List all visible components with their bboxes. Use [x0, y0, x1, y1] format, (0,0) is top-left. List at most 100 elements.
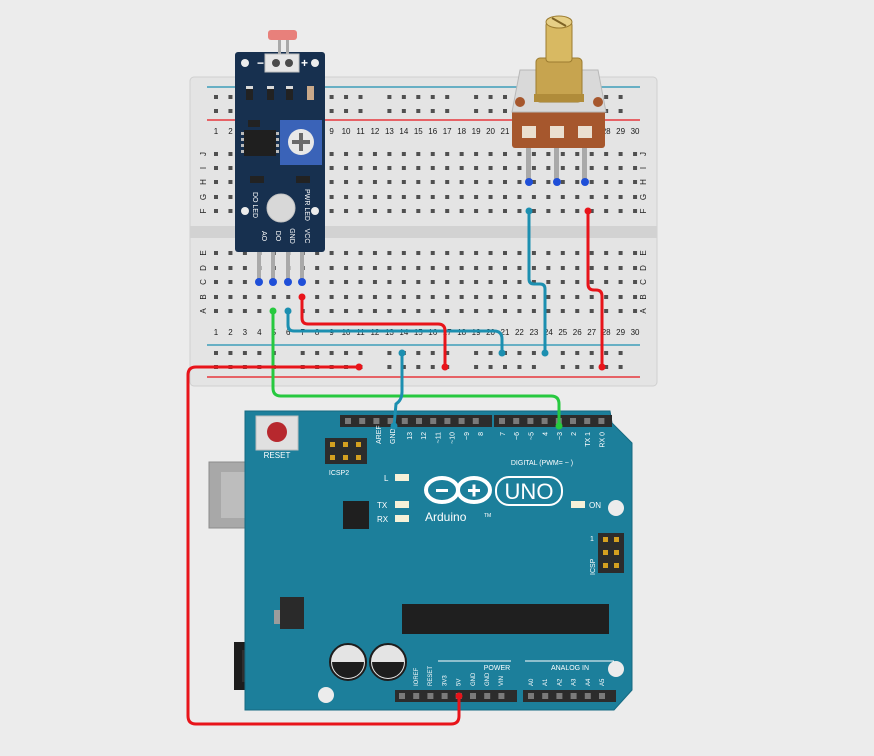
breadboard-hole[interactable] — [387, 251, 392, 255]
wire-red-pot-vcc[interactable] — [586, 211, 604, 367]
breadboard-hole[interactable] — [503, 280, 507, 284]
breadboard-hole[interactable] — [546, 195, 551, 199]
breadboard-hole[interactable] — [517, 209, 522, 213]
rail-hole[interactable] — [604, 351, 609, 355]
breadboard-hole[interactable] — [618, 295, 623, 299]
breadboard-hole[interactable] — [531, 166, 536, 170]
breadboard-hole[interactable] — [214, 152, 218, 156]
breadboard-hole[interactable] — [416, 309, 421, 313]
breadboard-hole[interactable] — [589, 209, 594, 213]
power-header-hole[interactable] — [413, 693, 420, 699]
digital-header-hole[interactable] — [513, 418, 520, 424]
breadboard-hole[interactable] — [445, 309, 450, 313]
digital-header-hole[interactable] — [570, 418, 576, 424]
power-header-hole[interactable] — [441, 693, 448, 699]
breadboard-hole[interactable] — [488, 180, 493, 184]
breadboard-hole[interactable] — [474, 251, 479, 255]
breadboard-hole[interactable] — [329, 152, 334, 156]
analog-header-hole[interactable] — [528, 693, 534, 699]
breadboard-hole[interactable] — [531, 280, 536, 284]
breadboard-hole[interactable] — [358, 152, 363, 156]
breadboard-hole[interactable] — [416, 152, 421, 156]
breadboard-hole[interactable] — [445, 152, 450, 156]
breadboard-hole[interactable] — [445, 209, 450, 213]
breadboard-hole[interactable] — [358, 266, 363, 270]
breadboard-hole[interactable] — [329, 266, 334, 270]
breadboard-hole[interactable] — [214, 166, 218, 170]
rail-hole[interactable] — [488, 95, 493, 99]
power-header-hole[interactable] — [427, 693, 434, 699]
breadboard-hole[interactable] — [589, 251, 594, 255]
breadboard-hole[interactable] — [329, 309, 334, 313]
breadboard-hole[interactable] — [633, 309, 638, 313]
rail-hole[interactable] — [228, 351, 233, 355]
breadboard-hole[interactable] — [546, 266, 551, 270]
breadboard-hole[interactable] — [315, 280, 320, 284]
breadboard-hole[interactable] — [503, 295, 507, 299]
breadboard-hole[interactable] — [242, 309, 247, 313]
breadboard-hole[interactable] — [459, 152, 464, 156]
rail-hole[interactable] — [344, 95, 349, 99]
rail-hole[interactable] — [228, 109, 233, 113]
rail-hole[interactable] — [430, 109, 435, 113]
breadboard-hole[interactable] — [401, 166, 406, 170]
breadboard-hole[interactable] — [575, 152, 580, 156]
breadboard-hole[interactable] — [445, 180, 450, 184]
breadboard-hole[interactable] — [474, 152, 479, 156]
rail-hole[interactable] — [503, 109, 507, 113]
analog-header-hole[interactable] — [599, 693, 605, 699]
breadboard-hole[interactable] — [589, 266, 594, 270]
rail-hole[interactable] — [401, 365, 406, 369]
breadboard-hole[interactable] — [575, 295, 580, 299]
breadboard-hole[interactable] — [372, 195, 377, 199]
breadboard-hole[interactable] — [459, 180, 464, 184]
breadboard-hole[interactable] — [575, 280, 580, 284]
rail-hole[interactable] — [344, 351, 349, 355]
breadboard-hole[interactable] — [228, 180, 233, 184]
breadboard-hole[interactable] — [560, 309, 565, 313]
breadboard-hole[interactable] — [517, 266, 522, 270]
breadboard-hole[interactable] — [560, 266, 565, 270]
breadboard-hole[interactable] — [474, 309, 479, 313]
digital-header-hole[interactable] — [373, 418, 380, 424]
breadboard-hole[interactable] — [358, 166, 363, 170]
breadboard-hole[interactable] — [560, 251, 565, 255]
breadboard-hole[interactable] — [575, 251, 580, 255]
rail-hole[interactable] — [560, 365, 565, 369]
rail-hole[interactable] — [344, 109, 349, 113]
breadboard-hole[interactable] — [430, 166, 435, 170]
rail-hole[interactable] — [315, 351, 320, 355]
analog-header-hole[interactable] — [570, 693, 577, 699]
rail-hole[interactable] — [618, 351, 623, 355]
breadboard-hole[interactable] — [372, 266, 377, 270]
breadboard-hole[interactable] — [560, 209, 565, 213]
breadboard-hole[interactable] — [416, 295, 421, 299]
breadboard-hole[interactable] — [344, 295, 349, 299]
breadboard-hole[interactable] — [474, 195, 479, 199]
rail-hole[interactable] — [488, 109, 493, 113]
breadboard-hole[interactable] — [315, 295, 320, 299]
breadboard-hole[interactable] — [445, 251, 450, 255]
breadboard-hole[interactable] — [430, 251, 435, 255]
breadboard-hole[interactable] — [618, 166, 623, 170]
rail-hole[interactable] — [329, 109, 334, 113]
breadboard-hole[interactable] — [228, 266, 233, 270]
breadboard-hole[interactable] — [618, 251, 623, 255]
breadboard-hole[interactable] — [618, 209, 623, 213]
breadboard-hole[interactable] — [618, 152, 623, 156]
digital-header-hole[interactable] — [387, 418, 394, 424]
breadboard-hole[interactable] — [401, 309, 406, 313]
power-header-hole[interactable] — [399, 693, 405, 699]
breadboard-hole[interactable] — [604, 309, 609, 313]
breadboard-hole[interactable] — [358, 195, 363, 199]
breadboard-hole[interactable] — [459, 280, 464, 284]
breadboard-hole[interactable] — [459, 309, 464, 313]
rail-hole[interactable] — [387, 351, 392, 355]
breadboard-hole[interactable] — [474, 180, 479, 184]
breadboard-hole[interactable] — [633, 295, 638, 299]
breadboard-hole[interactable] — [358, 295, 363, 299]
breadboard-hole[interactable] — [358, 180, 363, 184]
wire-blue-sensor-gnd[interactable] — [286, 311, 504, 353]
rail-hole[interactable] — [387, 95, 392, 99]
digital-header-hole[interactable] — [416, 418, 422, 424]
